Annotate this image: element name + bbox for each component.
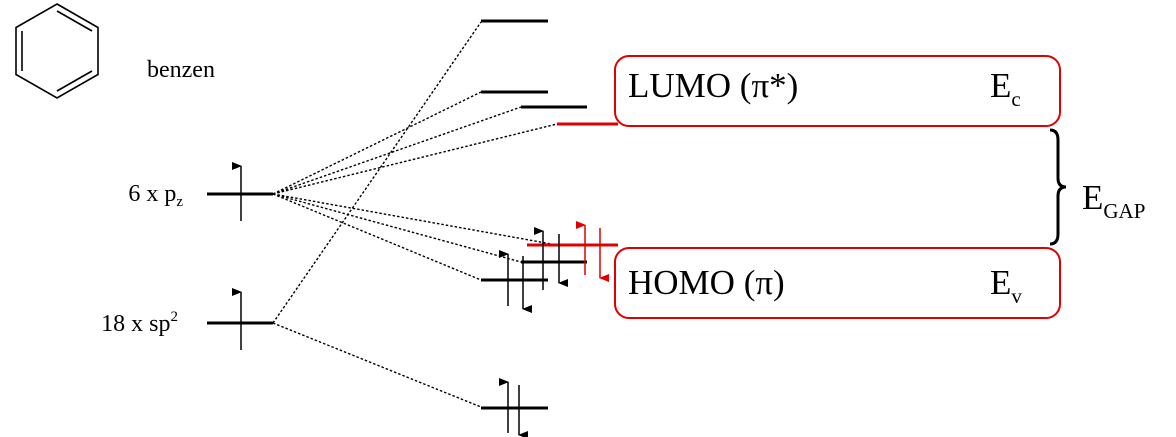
correlation-lines [272, 21, 558, 408]
homo-label: HOMO (π) [628, 263, 785, 302]
lumo-box [614, 55, 1061, 127]
homo-electron-pair [576, 221, 609, 282]
orbital-label-pz: 6 x pz [128, 181, 183, 210]
homo-box [614, 247, 1061, 319]
electron-pairs [499, 227, 568, 437]
mo-levels [481, 19, 587, 410]
molecule-name: benzen [147, 57, 215, 83]
frontier-levels [527, 122, 618, 247]
gap-brace [1049, 128, 1067, 246]
atomic-level-sp2 [207, 288, 273, 350]
benzene-ring-icon [15, 3, 99, 99]
homo-energy-label: Ev [990, 263, 1022, 308]
lumo-energy-label: Ec [990, 66, 1021, 111]
atomic-level-pz [207, 162, 273, 221]
lumo-label: LUMO (π*) [628, 66, 799, 105]
gap-label: EGAP [1082, 178, 1146, 223]
orbital-label-sp2: 18 x sp2 [101, 309, 178, 337]
